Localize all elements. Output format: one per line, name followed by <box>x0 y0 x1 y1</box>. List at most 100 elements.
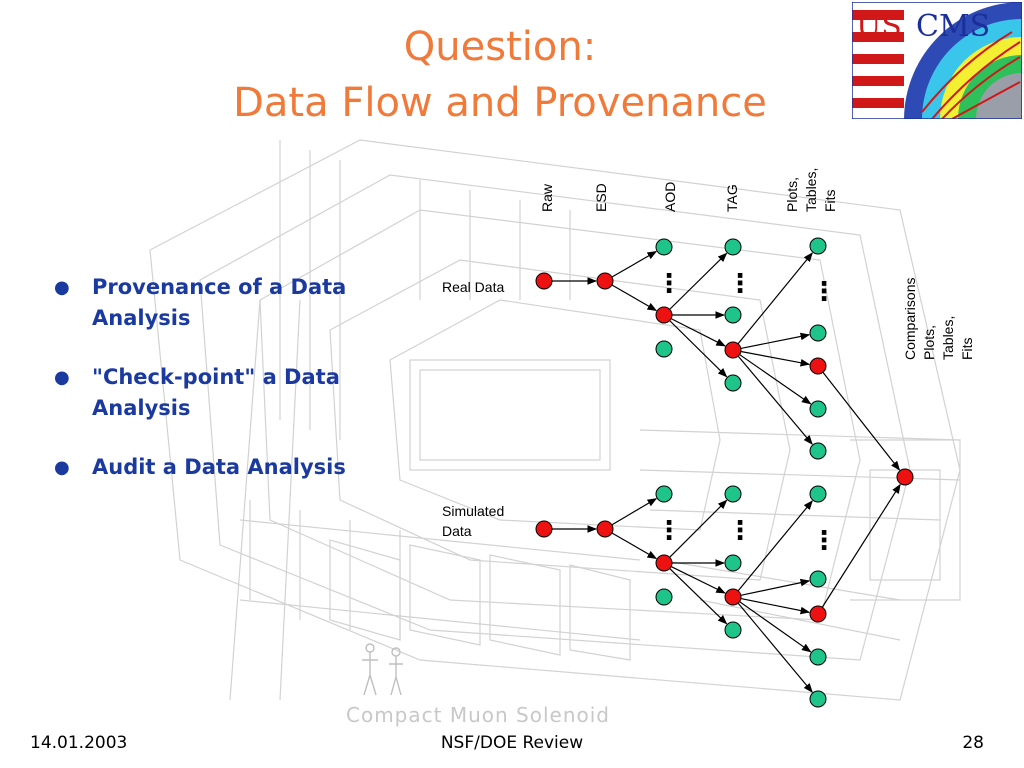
flow-arrow-r_p3-to-cmp <box>822 371 901 471</box>
node-r_p3 <box>809 357 827 375</box>
bullet-text-line1: Audit a Data Analysis <box>92 455 346 479</box>
flow-arrow-s_aod2-to-s_tag4 <box>669 568 728 625</box>
column-label-plots-1: Plots, <box>784 177 800 212</box>
flow-arrow-s_aod2-to-s_tag3 <box>670 565 726 594</box>
flow-arrow-r_aod2-to-r_tag1 <box>669 252 728 310</box>
detector-caption: Compact Muon Solenoid <box>346 703 610 727</box>
slide-title-line2: Data Flow and Provenance <box>233 80 767 126</box>
column-label-plots-2: Tables, <box>803 168 819 212</box>
flow-arrow-r_tag3-to-r_p4 <box>739 354 812 405</box>
bullet-dot-icon: ● <box>54 277 70 298</box>
node-r_tag3 <box>724 341 742 359</box>
comparisons-label-2: Plots, <box>921 325 937 360</box>
node-s_aod1 <box>655 485 673 503</box>
column-label-plots-3: Fits <box>822 189 838 212</box>
flow-arrow-s_aod2-to-s_tag1 <box>669 499 728 558</box>
node-s_p1 <box>809 485 827 503</box>
footer-date: 14.01.2003 <box>30 733 128 753</box>
node-s_p5 <box>809 690 827 708</box>
footer-page-number: 28 <box>962 733 984 753</box>
node-r_p5 <box>809 442 827 460</box>
flow-arrow-r_aod2-to-r_tag4 <box>669 320 728 378</box>
logo-text-us: US <box>856 9 902 44</box>
real-data-label: Real Data <box>442 279 504 295</box>
bullet-provenance: ● Provenance of a Data Analysis <box>52 272 412 334</box>
node-s_aod3 <box>655 588 673 606</box>
ellipsis-aod-real: ⋮ <box>656 269 682 299</box>
bullet-text-line2: Analysis <box>92 396 191 420</box>
node-r_tag2 <box>724 306 742 324</box>
flow-arrow-s_tag3-to-s_p3 <box>740 597 811 615</box>
bullet-list: ● Provenance of a Data Analysis ● "Check… <box>52 272 412 511</box>
flow-arrow-r_tag3-to-r_p1 <box>737 252 813 345</box>
node-r_aod3 <box>655 340 673 358</box>
logo-detector-arcs <box>904 2 1022 119</box>
node-s_raw <box>535 520 553 538</box>
flow-nodes <box>535 237 914 708</box>
flow-arrow-s_esd-to-s_aod2 <box>611 532 658 560</box>
ellipsis-tag-sim: ⋮ <box>727 516 753 546</box>
simulated-data-label-2: Data <box>442 523 472 539</box>
node-r_p2 <box>809 324 827 342</box>
bullet-text-line2: Analysis <box>92 306 191 330</box>
node-s_aod2 <box>655 554 673 572</box>
bullet-dot-icon: ● <box>54 457 70 478</box>
bullet-checkpoint: ● "Check-point" a Data Analysis <box>52 362 412 424</box>
node-s_tag2 <box>724 554 742 572</box>
node-r_aod1 <box>655 238 673 256</box>
flow-arrow-r_tag3-to-r_p2 <box>740 332 811 350</box>
bullet-dot-icon: ● <box>54 367 70 388</box>
ellipsis-plots-sim: ⋮ <box>811 526 837 556</box>
comparisons-label-1: Comparisons <box>902 278 918 360</box>
column-label-raw: Raw <box>539 183 555 212</box>
node-s_p2 <box>809 570 827 588</box>
ellipsis-plots-real: ⋮ <box>811 277 837 307</box>
ellipsis-tag-real: ⋮ <box>727 269 753 299</box>
node-s_tag4 <box>724 621 742 639</box>
node-r_p4 <box>809 400 827 418</box>
node-r_raw <box>535 272 553 290</box>
logo-text-cms: CMS <box>916 9 990 44</box>
node-r_esd <box>596 272 614 290</box>
flow-arrow-s_tag3-to-s_p5 <box>737 602 813 693</box>
footer-center: NSF/DOE Review <box>440 733 584 753</box>
logo-stripes <box>852 2 904 119</box>
uscms-logo: US CMS <box>852 2 1022 119</box>
comparisons-label-3: Tables, <box>940 316 956 360</box>
flow-arrow-s_tag3-to-s_p2 <box>740 578 811 596</box>
bullet-text-line1: "Check-point" a Data <box>92 365 340 389</box>
node-s_p3 <box>809 605 827 623</box>
column-label-aod: AOD <box>662 182 678 212</box>
bullet-text-line1: Provenance of a Data <box>92 275 347 299</box>
flow-arrow-r_esd-to-r_aod1 <box>611 250 658 278</box>
node-s_tag3 <box>724 588 742 606</box>
slide-title-line1: Question: <box>403 24 597 70</box>
flow-arrow-s_p3-to-cmp <box>821 483 901 608</box>
node-r_tag4 <box>724 374 742 392</box>
flow-arrow-r_esd-to-r_aod2 <box>611 284 658 312</box>
flow-arrow-r_aod2-to-r_tag3 <box>670 318 726 347</box>
flow-arrows <box>552 250 901 693</box>
flow-arrow-r_tag3-to-r_p5 <box>737 355 813 445</box>
column-label-tag: TAG <box>724 184 740 212</box>
column-label-esd: ESD <box>593 183 609 212</box>
bullet-audit: ● Audit a Data Analysis <box>52 452 412 483</box>
node-r_p1 <box>809 237 827 255</box>
node-s_p4 <box>809 648 827 666</box>
node-r_tag1 <box>724 238 742 256</box>
comparisons-label-4: Fits <box>959 337 975 360</box>
node-s_tag1 <box>724 485 742 503</box>
node-s_esd <box>596 520 614 538</box>
node-r_aod2 <box>655 306 673 324</box>
flow-arrow-r_tag3-to-r_p3 <box>740 350 811 367</box>
flow-arrow-s_esd-to-s_aod1 <box>611 498 658 526</box>
simulated-data-label-1: Simulated <box>442 503 504 519</box>
people-silhouettes-icon <box>362 643 403 696</box>
ellipsis-aod-sim: ⋮ <box>656 516 682 546</box>
node-cmp <box>896 468 914 486</box>
flow-arrow-s_tag3-to-s_p4 <box>739 601 812 653</box>
flow-arrow-s_tag3-to-s_p1 <box>737 500 813 592</box>
